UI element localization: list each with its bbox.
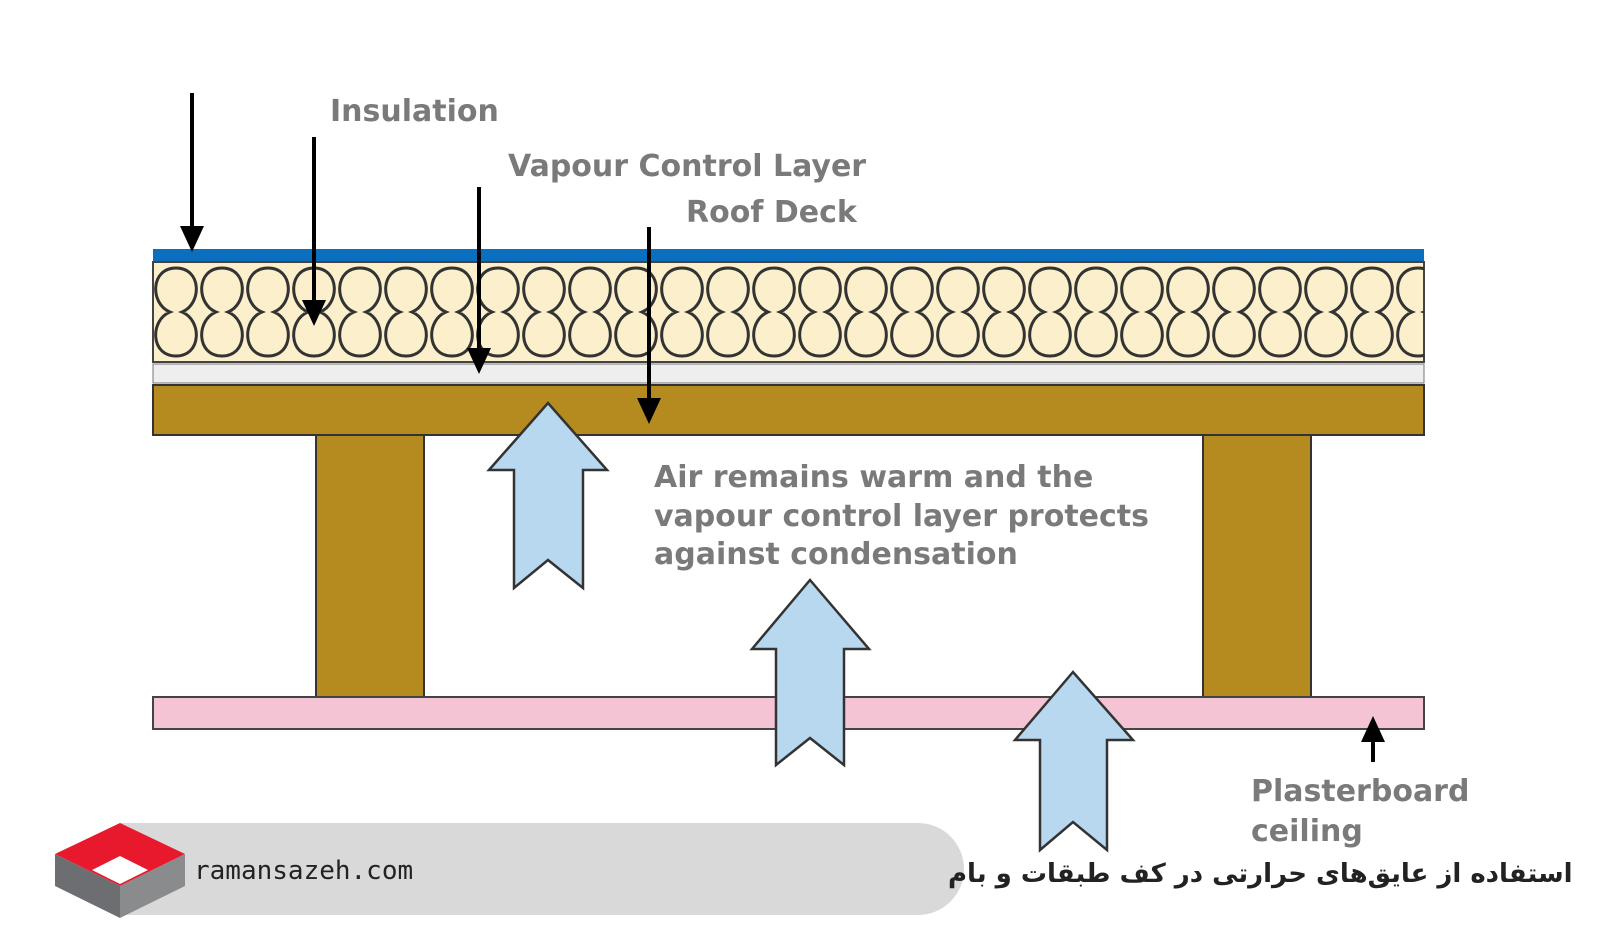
roof-membrane	[153, 249, 1424, 263]
plasterboard-label-line-2: ceiling	[1251, 814, 1363, 849]
warm-air-arrow	[749, 578, 872, 768]
plasterboard-leader-arrow	[1361, 716, 1385, 762]
footer-banner: ramansazeh.com استفاده از عایق‌های حرارت…	[55, 823, 1573, 918]
roof-deck-label: Roof Deck	[686, 195, 858, 230]
vapour-control-layer	[152, 363, 1425, 384]
joist-left	[315, 434, 425, 698]
warm-air-arrow	[1012, 670, 1136, 853]
footer-caption: استفاده از عایق‌های حرارتی در کف طبقات و…	[948, 859, 1573, 889]
plasterboard-label-line-1: Plasterboard	[1251, 774, 1469, 809]
warm-air-arrow	[486, 401, 610, 591]
site-url[interactable]: ramansazeh.com	[194, 856, 413, 886]
insulation-label: Insulation	[330, 94, 499, 129]
site-logo	[55, 823, 185, 918]
vapour-layer-leader-arrow	[467, 187, 491, 374]
insulation-leader-arrow	[302, 137, 326, 326]
roof-deck-leader-arrow	[637, 227, 661, 424]
roof-deck	[152, 384, 1425, 436]
air-note-line-2: vapour control layer protects	[654, 499, 1149, 534]
air-note-line-3: against condensation	[654, 537, 1018, 572]
membrane-leader-arrow	[180, 93, 204, 252]
footer-banner-bg	[120, 823, 964, 915]
vapour-control-layer-label: Vapour Control Layer	[508, 149, 866, 184]
insulation-layer	[152, 261, 1425, 363]
joist-right	[1202, 434, 1312, 698]
air-note-line-1: Air remains warm and the	[654, 460, 1093, 495]
insulation-pattern	[154, 266, 1424, 358]
